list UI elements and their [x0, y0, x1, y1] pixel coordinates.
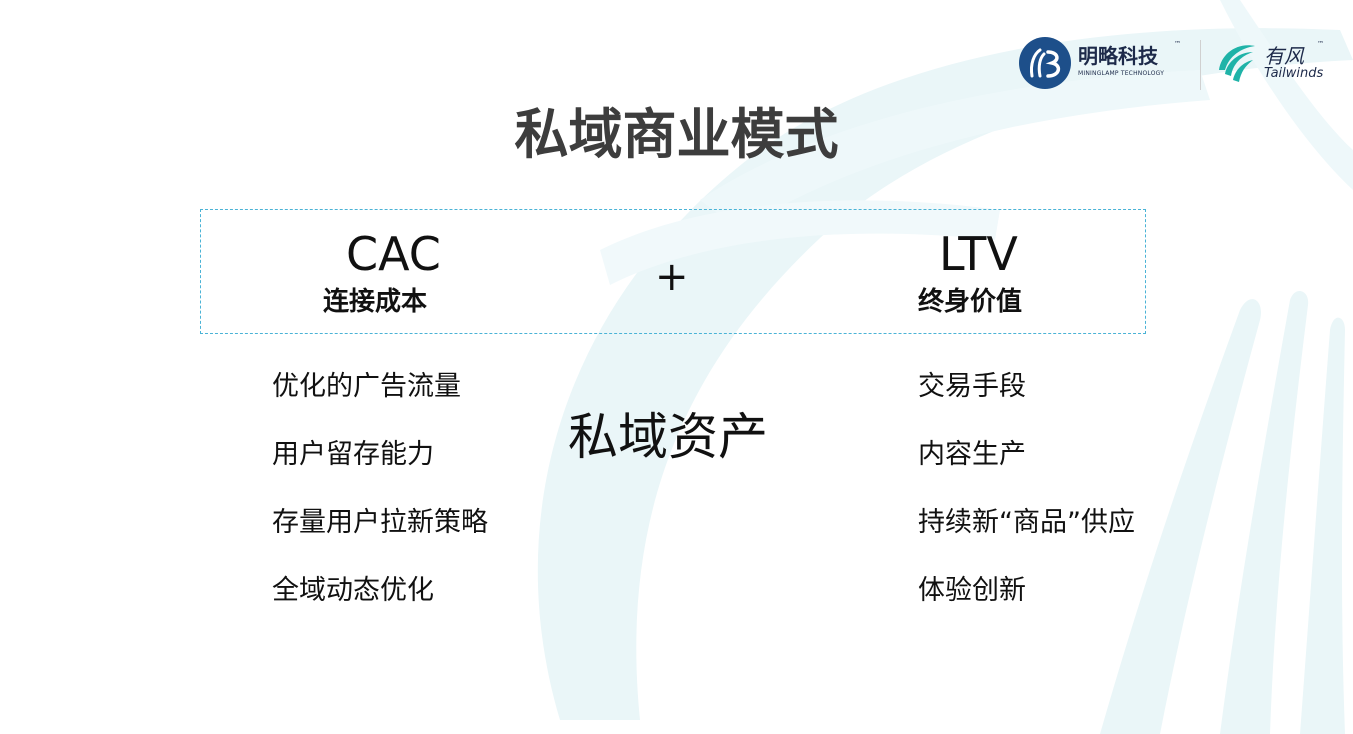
list-item: 存量用户拉新策略 — [272, 507, 488, 538]
cac-factor-list: 优化的广告流量 用户留存能力 存量用户拉新策略 全域动态优化 — [272, 367, 488, 639]
plus-operator: + — [655, 254, 689, 300]
mininglamp-logo-icon — [1019, 37, 1071, 89]
formula-box — [200, 209, 1146, 334]
list-item: 用户留存能力 — [272, 439, 434, 470]
list-item: 交易手段 — [918, 371, 1026, 402]
brand2-tm: ™ — [1317, 40, 1324, 48]
brand2-name-cn: 有风 — [1264, 44, 1304, 68]
list-item: 持续新“商品”供应 — [918, 507, 1135, 538]
slide-title: 私域商业模式 — [514, 103, 839, 166]
private-domain-assets-label: 私域资产 — [568, 408, 768, 466]
ltv-label: LTV — [939, 227, 1018, 281]
tailwinds-logo-icon — [1219, 45, 1255, 82]
ltv-cn-label: 终身价值 — [918, 287, 1023, 317]
cac-label: CAC — [346, 227, 441, 281]
list-item: 全域动态优化 — [272, 575, 434, 606]
brand1-tm: ™ — [1174, 40, 1181, 48]
list-item: 优化的广告流量 — [272, 371, 461, 402]
logo-divider — [1200, 40, 1201, 90]
header-logos: 明略科技 ™ MININGLAMP TECHNOLOGY 有风 ™ Tailwi… — [1018, 36, 1338, 92]
list-item: 内容生产 — [918, 439, 1026, 470]
ltv-factor-list: 交易手段 内容生产 持续新“商品”供应 体验创新 — [918, 367, 1135, 639]
cac-cn-label: 连接成本 — [323, 287, 428, 317]
brand1-name-en: MININGLAMP TECHNOLOGY — [1078, 70, 1165, 77]
brand1-name-cn: 明略科技 — [1078, 44, 1158, 68]
list-item: 体验创新 — [918, 575, 1026, 606]
brand2-name-en: Tailwinds — [1264, 66, 1324, 81]
